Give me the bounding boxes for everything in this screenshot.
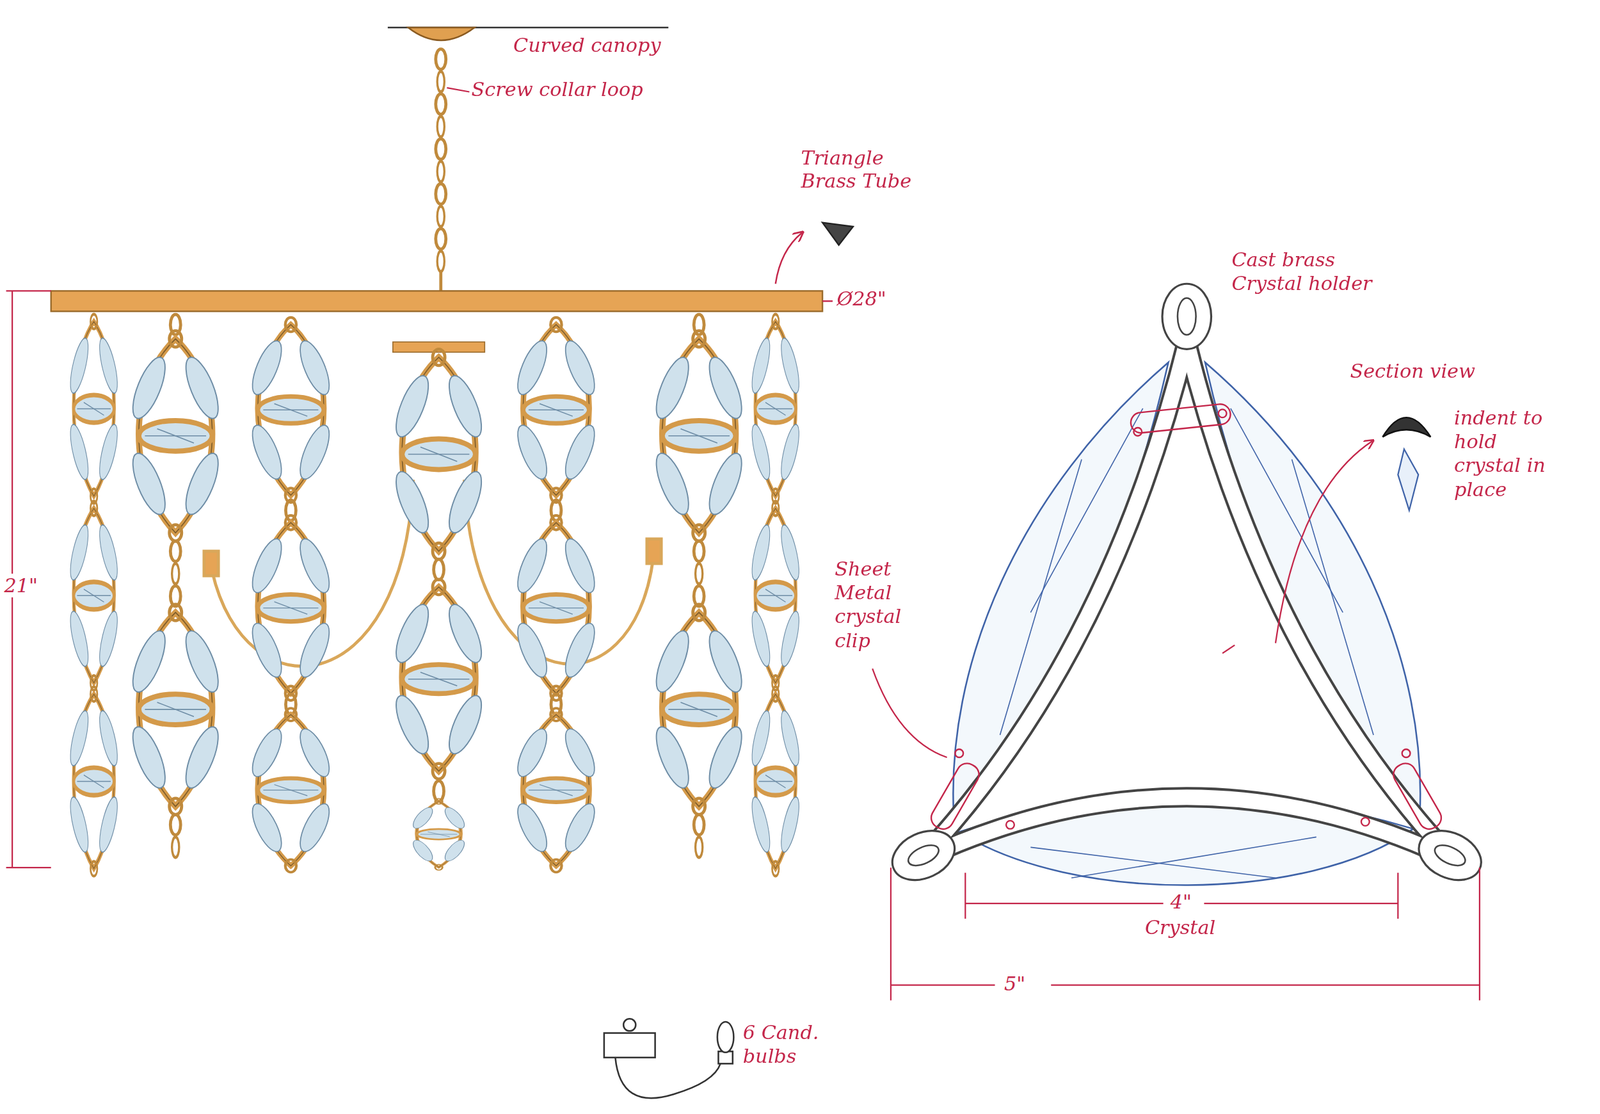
annotation-label: Curved canopy	[513, 33, 662, 58]
crystal-holder	[884, 283, 1490, 889]
annotation-label: Crystal	[1144, 915, 1216, 939]
leader-line	[872, 668, 947, 758]
section-view	[1222, 417, 1431, 653]
annotation-label: Screw collar loop	[471, 77, 644, 102]
annotation-label: Cast brass Crystal holder	[1231, 247, 1385, 296]
annotation-label: Sheet Metal crystal clip	[834, 557, 933, 653]
width-dimensions	[890, 867, 1480, 1000]
annotation-label: 6 Cand. bulbs	[743, 1020, 838, 1068]
annotation-label: Triangle Brass Tube	[801, 145, 944, 194]
annotation-label: 4"	[1166, 889, 1196, 914]
annotation-label: Ø28"	[836, 286, 886, 311]
annotation-label: Section view	[1349, 359, 1476, 383]
brass-ring	[51, 290, 823, 312]
annotation-label: 21"	[0, 573, 42, 598]
annotation-label: indent to hold crystal in place	[1454, 406, 1569, 502]
annotation-label: 5"	[1000, 971, 1030, 996]
chain	[435, 49, 447, 292]
candle-bulb-socket	[604, 1018, 734, 1098]
tube-section	[775, 222, 854, 285]
crystal-strands	[66, 314, 803, 877]
